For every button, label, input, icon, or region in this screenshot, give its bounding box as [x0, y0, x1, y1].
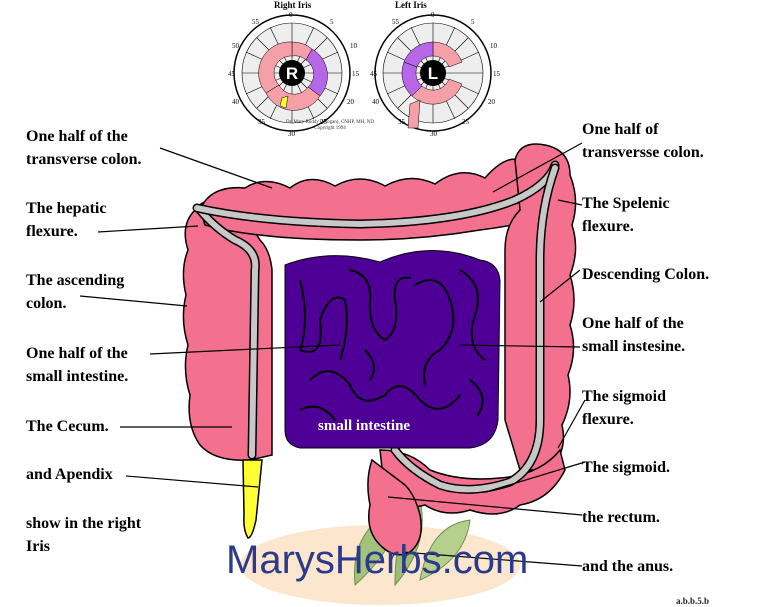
- label-rectum: the rectum.: [582, 509, 660, 526]
- left-iris-title: Left Iris: [395, 0, 427, 10]
- svg-text:40: 40: [372, 98, 380, 106]
- right-iris-title: Right Iris: [274, 0, 312, 10]
- left-iris-letter: L: [428, 64, 438, 83]
- right-iris-chart: R: [233, 14, 351, 132]
- svg-text:40: 40: [232, 98, 240, 106]
- small-intestine: [284, 249, 501, 449]
- svg-text:55: 55: [392, 18, 400, 26]
- svg-text:0: 0: [431, 11, 435, 19]
- svg-text:15: 15: [493, 70, 501, 78]
- svg-text:35: 35: [258, 118, 266, 126]
- svg-text:20: 20: [488, 98, 496, 106]
- svg-text:5: 5: [471, 18, 475, 26]
- iris-clock-numbers: 0 55 5 50 10 45 15 40 20 35 25 30 55 0 5…: [228, 11, 501, 138]
- left-iris-chart: L: [374, 14, 492, 132]
- svg-text:20: 20: [347, 98, 355, 106]
- iris-copyright: Dr. Mary Ruddy (Grogan), CNHP, MH, ND Co…: [285, 120, 375, 131]
- svg-text:45: 45: [228, 70, 236, 78]
- label-appendix: and Apendix: [26, 466, 113, 483]
- svg-text:5: 5: [330, 18, 334, 26]
- svg-text:0: 0: [289, 11, 293, 19]
- svg-text:45: 45: [370, 70, 378, 78]
- svg-text:55: 55: [252, 18, 260, 26]
- brand-name: MarysHerbs.com: [226, 538, 529, 582]
- label-sigmoid: The sigmoid.: [582, 459, 671, 476]
- appendix: [242, 459, 263, 539]
- svg-text:50: 50: [232, 42, 240, 50]
- svg-text:25: 25: [462, 118, 470, 126]
- svg-text:30: 30: [288, 130, 296, 138]
- svg-text:10: 10: [350, 42, 358, 50]
- svg-text:35: 35: [398, 118, 406, 126]
- colon-lumen: [192, 160, 560, 494]
- svg-text:25: 25: [320, 118, 328, 126]
- page-marker: a.b.b.5.b: [676, 596, 710, 606]
- label-cecum: The Cecum.: [26, 418, 109, 435]
- svg-text:10: 10: [490, 42, 498, 50]
- svg-text:30: 30: [430, 130, 438, 138]
- label-descending-colon: Descending Colon.: [582, 266, 710, 283]
- right-iris-letter: R: [286, 64, 298, 83]
- leaf-logo-graphic: [240, 499, 520, 605]
- label-small-intestine-center: small intestine: [318, 418, 411, 434]
- label-anus: and the anus.: [582, 558, 674, 575]
- leader-lines: [79, 142, 586, 567]
- svg-text:15: 15: [352, 70, 360, 78]
